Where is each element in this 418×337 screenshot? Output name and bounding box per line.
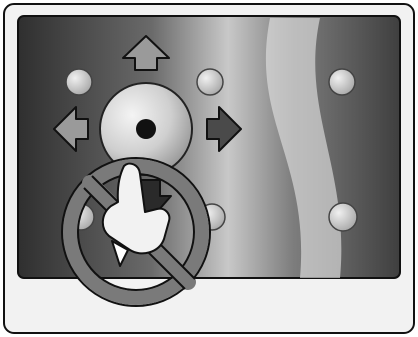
- dot-bottom-right: [329, 203, 357, 231]
- dot-top-center: [197, 69, 223, 95]
- dot-top-left: [66, 69, 92, 95]
- dot-top-right: [329, 69, 355, 95]
